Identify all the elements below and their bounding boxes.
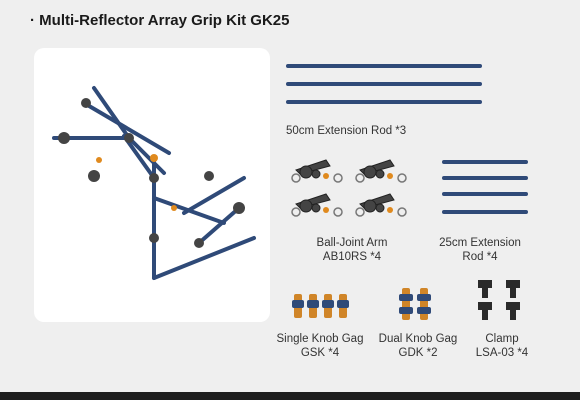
ball-joint-arm-image [291, 159, 407, 217]
single-knob-gag-image [292, 294, 349, 318]
extension-rod-25cm-image [442, 160, 528, 214]
assembled-kit-illustration [52, 86, 256, 280]
assembled-kit-image [34, 48, 270, 322]
caption-extension-rod-50cm: 50cm Extension Rod *3 [286, 125, 407, 137]
page-title: · Multi-Reflector Array Grip Kit GK25 [30, 12, 290, 29]
extension-rod-50cm-image [286, 64, 482, 104]
dual-knob-gag-image [399, 288, 431, 320]
caption-single-knob-gag: Single Knob Gag GSK *4 [276, 333, 364, 359]
caption-clamp: Clamp LSA-03 *4 [475, 333, 529, 359]
bottom-bar [0, 392, 580, 400]
caption-ball-joint-arm: Ball-Joint Arm AB10RS *4 [316, 237, 388, 263]
caption-extension-rod-25cm: 25cm Extension Rod *4 [439, 237, 521, 263]
caption-dual-knob-gag: Dual Knob Gag GDK *2 [378, 333, 458, 359]
clamp-image [478, 280, 520, 320]
